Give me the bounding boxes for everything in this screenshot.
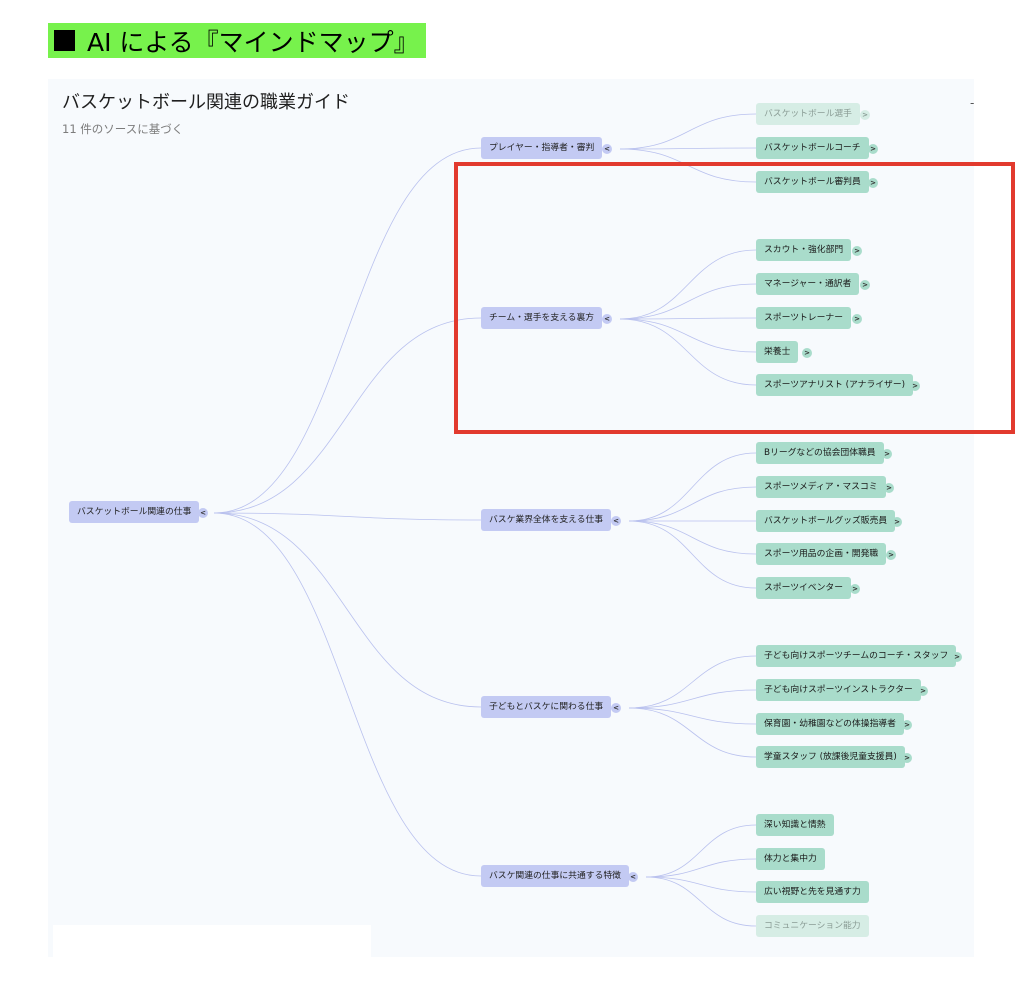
leaf-expand-toggle[interactable]: > <box>886 550 896 560</box>
leaf-node[interactable]: 栄養士 <box>756 341 799 363</box>
leaf-expand-toggle[interactable]: > <box>868 178 878 188</box>
redacted-area <box>53 925 371 957</box>
leaf-expand-toggle[interactable]: > <box>918 686 928 696</box>
leaf-expand-toggle[interactable]: > <box>902 753 912 763</box>
branch-collapse-toggle[interactable]: < <box>611 703 621 713</box>
leaf-node[interactable]: 体力と集中力 <box>756 848 825 870</box>
leaf-expand-toggle[interactable]: > <box>868 144 878 154</box>
branch-node[interactable]: 子どもとバスケに関わる仕事 <box>481 696 612 718</box>
leaf-node[interactable]: スポーツメディア・マスコミ <box>756 476 886 498</box>
leaf-node[interactable]: 広い視野と先を見通す力 <box>756 881 869 903</box>
leaf-node[interactable]: スカウト・強化部門 <box>756 239 852 261</box>
leaf-node[interactable]: バスケットボール選手 <box>756 103 860 125</box>
branch-collapse-toggle[interactable]: < <box>602 314 612 324</box>
branch-node[interactable]: チーム・選手を支える裏方 <box>481 307 603 329</box>
leaf-node[interactable]: コミュニケーション能力 <box>756 915 869 937</box>
leaf-node[interactable]: スポーツ用品の企画・開発職 <box>756 543 887 565</box>
branch-collapse-toggle[interactable]: < <box>628 872 638 882</box>
source-count: 11 件のソースに基づく <box>62 122 184 136</box>
banner: AI による『マインドマップ』 <box>48 23 426 58</box>
leaf-node[interactable]: スポーツトレーナー <box>756 307 851 329</box>
leaf-expand-toggle[interactable]: > <box>852 314 862 324</box>
banner-text: AI による『マインドマップ』 <box>87 27 419 57</box>
highlight-box <box>454 162 1015 434</box>
leaf-node[interactable]: バスケットボールコーチ <box>756 137 869 159</box>
leaf-expand-toggle[interactable]: > <box>850 584 860 594</box>
root-collapse-toggle[interactable]: < <box>198 508 208 518</box>
root-node[interactable]: バスケットボール関連の仕事 <box>69 501 200 523</box>
leaf-node[interactable]: Bリーグなどの協会団体職員 <box>756 442 884 464</box>
branch-collapse-toggle[interactable]: < <box>611 516 621 526</box>
branch-node[interactable]: バスケ関連の仕事に共通する特徴 <box>481 865 629 887</box>
leaf-node[interactable]: バスケットボールグッズ販売員 <box>756 510 896 532</box>
leaf-node[interactable]: 子ども向けスポーツチームのコーチ・スタッフ <box>756 645 957 667</box>
leaf-expand-toggle[interactable]: > <box>884 483 894 493</box>
leaf-node[interactable]: 深い知識と情熱 <box>756 814 834 836</box>
leaf-expand-toggle[interactable]: > <box>860 110 870 120</box>
leaf-node[interactable]: バスケットボール審判員 <box>756 171 869 193</box>
leaf-expand-toggle[interactable]: > <box>902 720 912 730</box>
leaf-expand-toggle[interactable]: > <box>882 449 892 459</box>
collapse-panel-icon[interactable]: - <box>970 96 975 110</box>
square-icon <box>54 30 75 51</box>
leaf-node[interactable]: スポーツアナリスト (アナライザー) <box>756 374 914 396</box>
leaf-expand-toggle[interactable]: > <box>952 652 962 662</box>
leaf-node[interactable]: 子ども向けスポーツインストラクター <box>756 679 921 701</box>
leaf-expand-toggle[interactable]: > <box>910 381 920 391</box>
leaf-node[interactable]: 学童スタッフ (放課後児童支援員) <box>756 746 905 768</box>
branch-node[interactable]: バスケ業界全体を支える仕事 <box>481 509 612 531</box>
leaf-expand-toggle[interactable]: > <box>852 246 862 256</box>
branch-node[interactable]: プレイヤー・指導者・審判 <box>481 137 603 159</box>
leaf-node[interactable]: 保育園・幼稚園などの体操指導者 <box>756 713 904 735</box>
leaf-expand-toggle[interactable]: > <box>802 348 812 358</box>
mindmap-title: バスケットボール関連の職業ガイド <box>62 92 350 113</box>
leaf-node[interactable]: マネージャー・通訳者 <box>756 273 860 295</box>
leaf-node[interactable]: スポーツイベンター <box>756 577 851 599</box>
leaf-expand-toggle[interactable]: > <box>892 517 902 527</box>
branch-collapse-toggle[interactable]: < <box>602 144 612 154</box>
leaf-expand-toggle[interactable]: > <box>860 280 870 290</box>
